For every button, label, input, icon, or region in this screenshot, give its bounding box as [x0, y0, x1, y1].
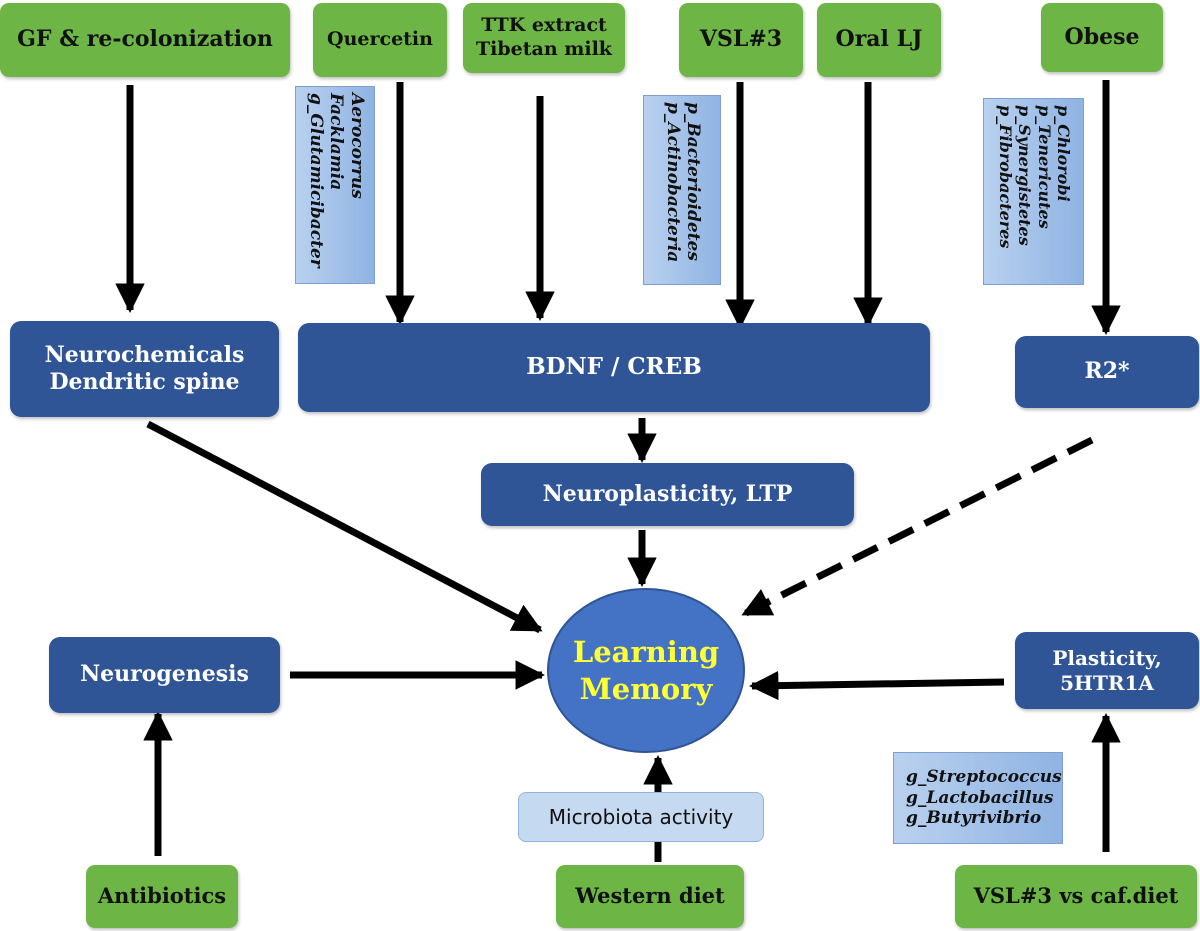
taxa-obese-4: p_Chlorobi [1053, 105, 1073, 202]
source-gf-label: GF & re-colonization [17, 26, 273, 53]
source-vsl3-caf-label: VSL#3 vs caf.diet [973, 883, 1179, 909]
taxa-box-obese: p_Fibrobacteres p_Synergistetes p_Teneri… [983, 98, 1084, 285]
taxa-box-vsl3: p_Actinobacteria p_Bacterioidetes [643, 95, 721, 285]
source-gf-recolonization: GF & re-colonization [0, 3, 290, 77]
source-western-diet-label: Western diet [575, 883, 725, 909]
source-obese-label: Obese [1064, 23, 1140, 50]
outcome-line1: Learning [572, 635, 720, 670]
r2-label: R2* [1084, 358, 1130, 385]
microbiota-activity-label: Microbiota activity [548, 805, 734, 829]
arrow-neurochemicals-to-learning [146, 420, 543, 634]
source-ttk-tibetan-milk: TTK extract Tibetan milk [463, 3, 625, 73]
neuroplasticity-label: Neuroplasticity, LTP [542, 480, 793, 507]
taxa-vsl3-1: p_Actinobacteria [663, 102, 683, 263]
bdnf-creb-label: BDNF / CREB [526, 353, 702, 381]
source-ttk-line1: TTK extract [481, 14, 607, 37]
source-western-diet: Western diet [556, 865, 744, 928]
neurochemicals-line2: Dendritic spine [49, 369, 240, 395]
outcome-line2: Memory [579, 671, 713, 706]
source-oral-lj: Oral LJ [817, 3, 941, 77]
mechanism-bdnf-creb: BDNF / CREB [298, 323, 930, 412]
plasticity-line1: Plasticity, [1052, 645, 1162, 670]
neurogenesis-label: Neurogenesis [80, 661, 249, 688]
source-vsl3-label: VSL#3 [699, 26, 783, 53]
mechanism-neuroplasticity-ltp: Neuroplasticity, LTP [481, 463, 854, 526]
outcome-learning-memory: Learning Memory [547, 588, 745, 753]
mechanism-plasticity-5htr1a: Plasticity, 5HTR1A [1015, 632, 1199, 709]
source-vsl3: VSL#3 [679, 3, 803, 77]
taxa-quercetin-2: Facklamia [326, 93, 347, 191]
source-quercetin-label: Quercetin [327, 28, 433, 51]
mechanism-neurochemicals-dendritic-spine: Neurochemicals Dendritic spine [10, 321, 279, 417]
arrow-plasticity-to-learning [749, 670, 1005, 701]
taxa-box-quercetin: g_Glutamicibacter Facklamia Aerocorrus [295, 86, 375, 284]
taxa-vsl3caf-2: g_Lactobacillus [906, 787, 1054, 808]
arrow-r2-to-learning-dashed [741, 436, 1094, 618]
source-vsl3-caf-diet: VSL#3 vs caf.diet [955, 865, 1197, 928]
microbiota-activity-box: Microbiota activity [518, 792, 764, 842]
source-oral-lj-label: Oral LJ [835, 26, 923, 53]
source-ttk-line2: Tibetan milk [476, 38, 612, 60]
taxa-obese-2: p_Synergistetes [1015, 105, 1035, 246]
taxa-vsl3caf-1: g_Streptococcus [906, 767, 1062, 788]
source-antibiotics-label: Antibiotics [97, 883, 227, 909]
taxa-obese-3: p_Tenericutes [1034, 105, 1054, 229]
taxa-vsl3-2: p_Bacterioidetes [683, 102, 704, 261]
mechanism-neurogenesis: Neurogenesis [49, 637, 280, 713]
taxa-obese-1: p_Fibrobacteres [996, 105, 1016, 249]
taxa-quercetin-3: Aerocorrus [346, 93, 367, 199]
source-antibiotics: Antibiotics [86, 865, 238, 928]
taxa-box-vsl3-caf: g_Streptococcus g_Lactobacillus g_Butyri… [893, 752, 1063, 844]
taxa-quercetin-1: g_Glutamicibacter [305, 93, 326, 268]
source-obese: Obese [1041, 3, 1163, 72]
neurochemicals-line1: Neurochemicals [44, 341, 245, 368]
taxa-vsl3caf-3: g_Butyrivibrio [906, 808, 1042, 829]
mechanism-r2: R2* [1015, 336, 1199, 408]
source-quercetin: Quercetin [313, 3, 447, 77]
plasticity-line2: 5HTR1A [1060, 670, 1154, 695]
